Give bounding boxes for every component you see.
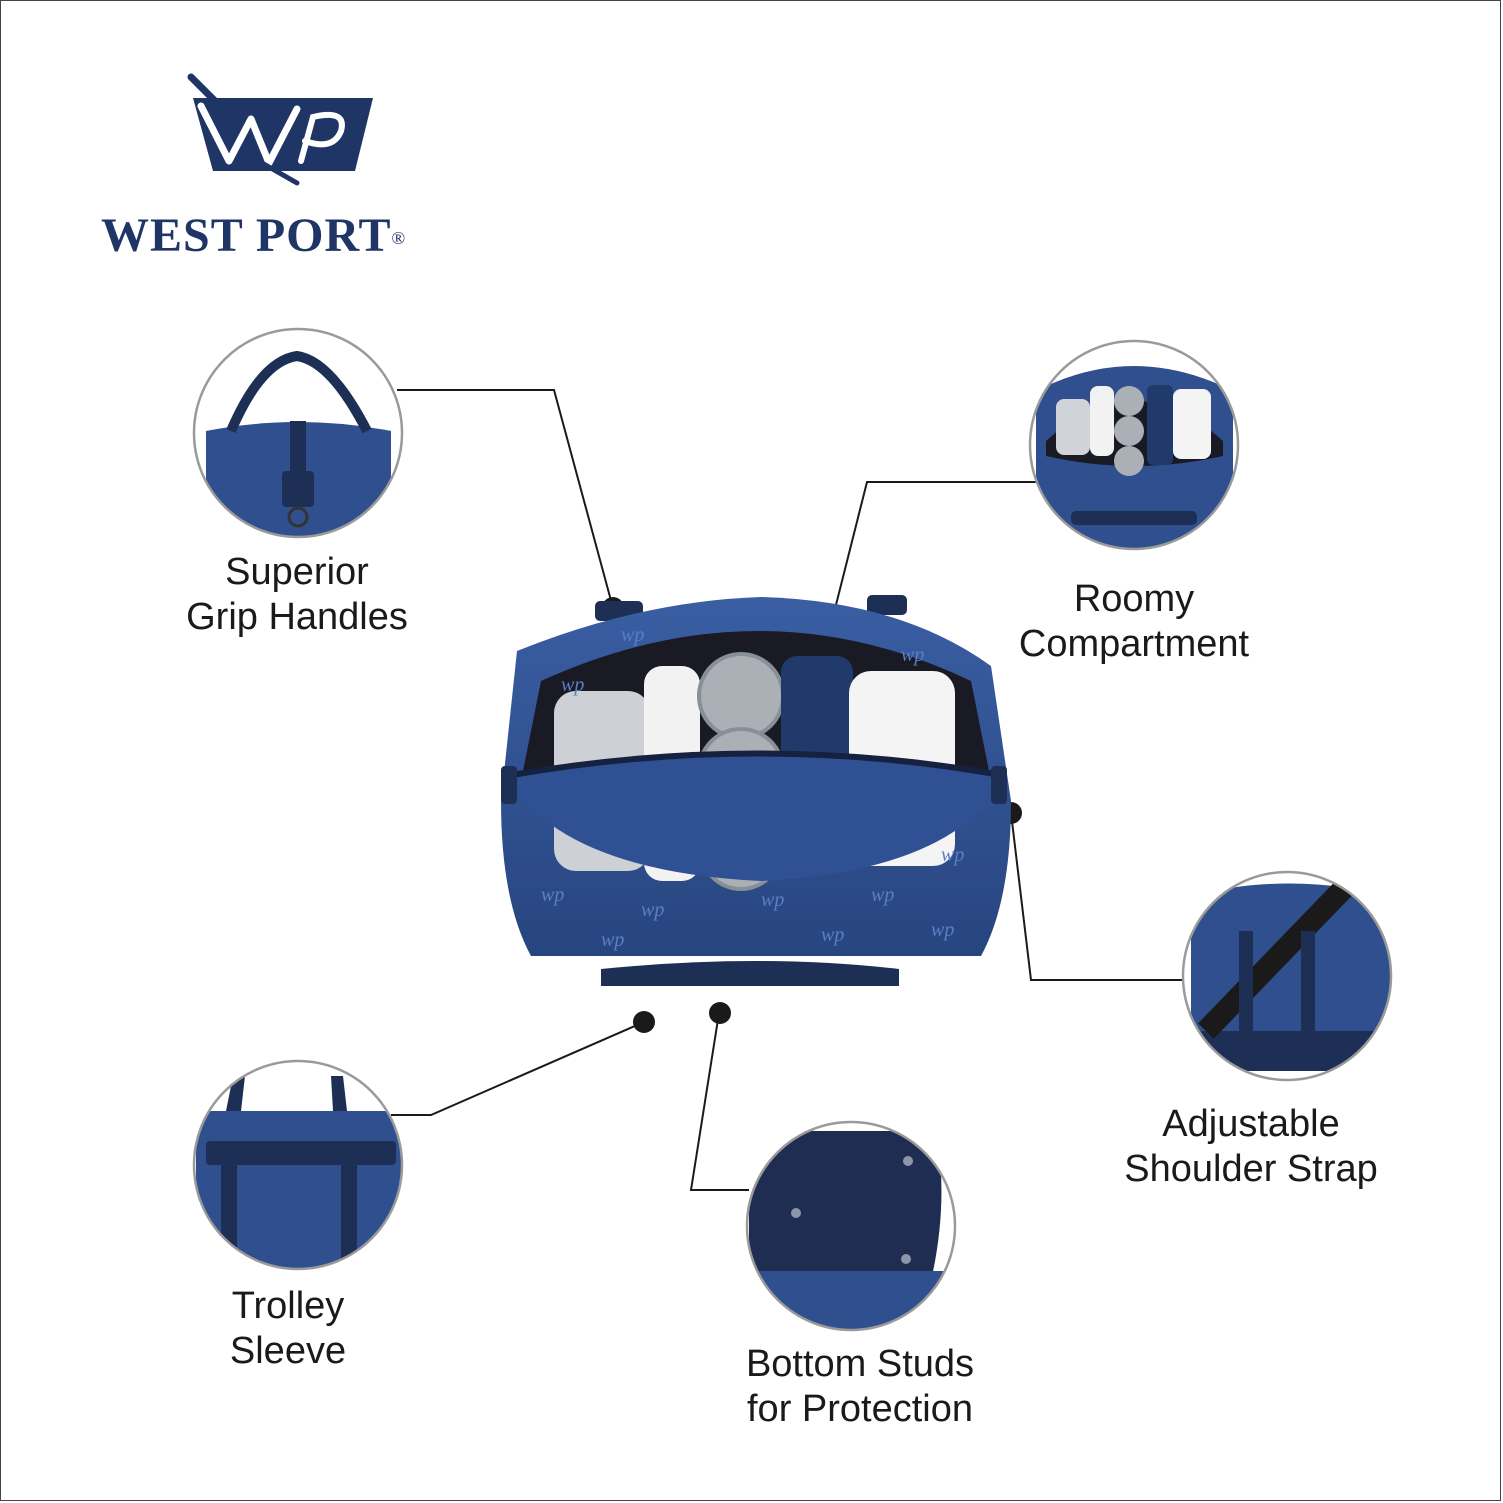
feature-label-bottom-studs: Bottom Studs for Protection — [710, 1342, 1010, 1432]
connector-shoulder-strap — [1010, 812, 1184, 981]
feature-label-line: Adjustable — [1162, 1103, 1340, 1145]
feature-label-line: Sleeve — [229, 1330, 347, 1372]
feature-label-line: Grip Handles — [186, 596, 408, 638]
connector-trolley-sleeve — [391, 1021, 645, 1116]
feature-label-line: Bottom Studs — [745, 1343, 975, 1385]
connector-grip-handles — [397, 389, 614, 609]
shoulder-strap-photo-ring — [1181, 870, 1393, 1082]
feature-label-trolley-sleeve: Trolley Sleeve — [138, 1284, 438, 1374]
svg-text:wp: wp — [641, 899, 664, 921]
svg-text:wp: wp — [601, 929, 624, 951]
feature-label-line: Roomy — [1073, 578, 1195, 620]
connector-lines — [391, 389, 1184, 1191]
trolley-sleeve-photo-ring — [192, 1059, 404, 1271]
west-port-logo-icon — [187, 73, 373, 186]
svg-text:wp: wp — [941, 844, 964, 866]
svg-text:wp: wp — [931, 919, 954, 941]
feature-label-roomy-compartment: Roomy Compartment — [984, 577, 1284, 667]
svg-text:wp: wp — [761, 889, 784, 911]
svg-text:wp: wp — [901, 644, 924, 666]
callout-dot-bottom-studs — [709, 1002, 731, 1024]
brand-name-text: WEST PORT — [101, 209, 392, 262]
roomy-compartment-photo — [1030, 341, 1238, 549]
registered-mark: ® — [391, 228, 407, 248]
roomy-compartment-photo-ring — [1028, 339, 1240, 551]
feature-label-line: Superior — [225, 551, 369, 593]
brand-name: WEST PORT® — [101, 206, 406, 266]
svg-text:wp: wp — [871, 884, 894, 906]
svg-text:wp: wp — [541, 884, 564, 906]
feature-label-line: Trolley — [231, 1285, 345, 1327]
grip-handles-photo — [194, 329, 402, 537]
feature-label-shoulder-strap: Adjustable Shoulder Strap — [1091, 1102, 1411, 1192]
bottom-studs-photo-ring — [745, 1120, 957, 1332]
bottom-studs-photo — [747, 1122, 955, 1330]
grip-handles-photo-ring — [192, 327, 404, 539]
callout-dot-trolley-sleeve — [633, 1011, 655, 1033]
feature-label-line: Shoulder Strap — [1124, 1148, 1378, 1190]
svg-text:wp: wp — [821, 924, 844, 946]
shoulder-strap-photo — [1183, 872, 1391, 1080]
connector-bottom-studs — [689, 1012, 749, 1191]
feature-label-line: Compartment — [1018, 623, 1250, 665]
feature-label-grip-handles: Superior Grip Handles — [147, 550, 447, 640]
svg-text:wp: wp — [621, 624, 644, 646]
svg-text:wp: wp — [561, 674, 584, 696]
feature-label-line: for Protection — [747, 1388, 973, 1430]
